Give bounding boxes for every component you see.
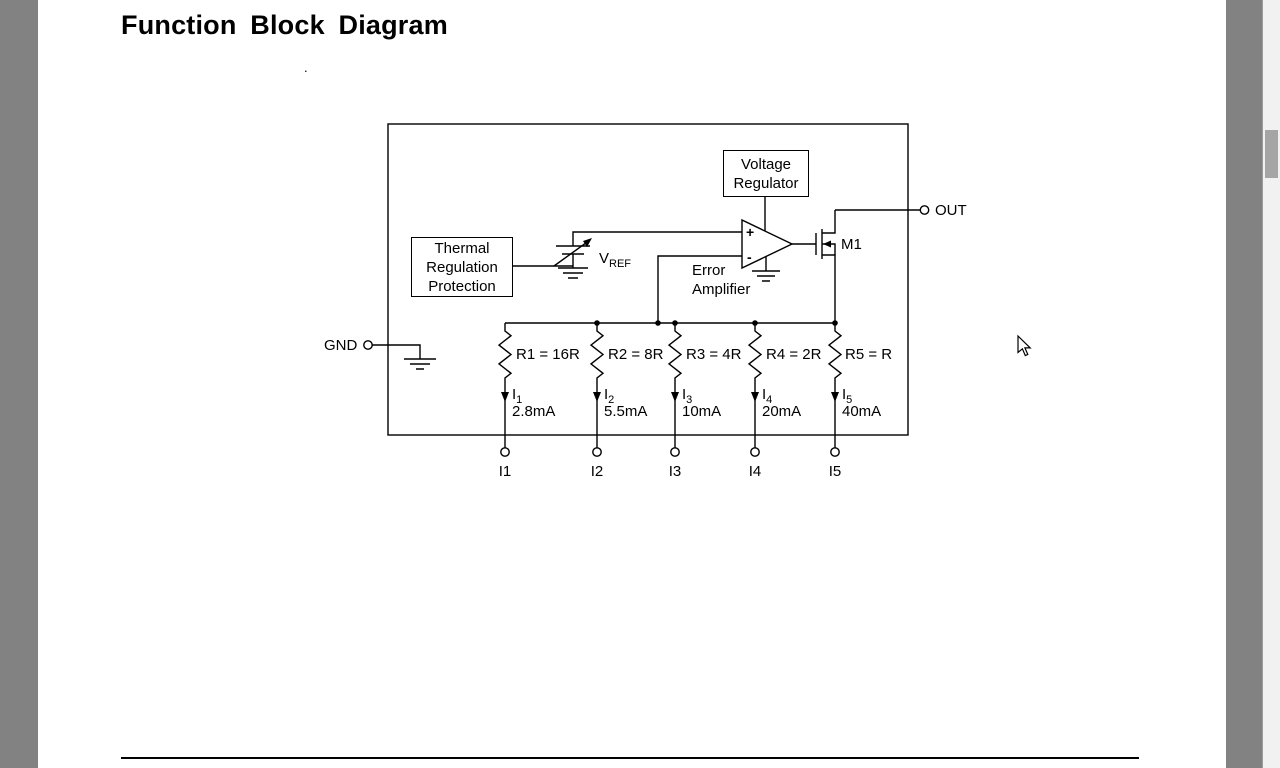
pin-label-i5: I5 <box>828 463 842 480</box>
opamp-minus-sign: - <box>747 249 752 265</box>
pin-label-i3: I3 <box>668 463 682 480</box>
thermal-label: Thermal <box>434 239 490 257</box>
current-name: I2 <box>604 386 615 406</box>
voltage-regulator-label: Regulator <box>733 174 799 192</box>
voltage-regulator-label: Voltage <box>740 155 792 173</box>
vertical-scrollbar[interactable] <box>1262 0 1280 768</box>
error-amplifier-label: Error Amplifier <box>692 262 751 298</box>
thermal-label: Regulation <box>426 258 498 276</box>
resistor-value: R2 = 8R <box>608 346 664 363</box>
page-bottom-rule <box>121 757 1139 759</box>
current-value: 10mA <box>682 403 722 420</box>
pin-label-i1: I1 <box>498 463 512 480</box>
resistor-value: R4 = 2R <box>766 346 822 363</box>
current-value: 20mA <box>762 403 802 420</box>
thermal-label: Protection <box>428 277 496 295</box>
current-value: 2.8mA <box>512 403 556 420</box>
pin-label-i4: I4 <box>748 463 762 480</box>
out-label: OUT <box>935 202 967 219</box>
scrollbar-thumb[interactable] <box>1265 130 1278 178</box>
mosfet-label: M1 <box>841 236 862 253</box>
resistor-value: R5 = R <box>845 346 893 363</box>
current-name: I5 <box>842 386 853 406</box>
page-title: Function Block Diagram <box>121 10 448 40</box>
current-name: I3 <box>682 386 693 406</box>
resistor-value: R3 = 4R <box>686 346 742 363</box>
current-name: I1 <box>512 386 523 406</box>
document-page <box>38 0 1226 768</box>
current-name: I4 <box>762 386 773 406</box>
vref-label: VREF <box>599 250 632 270</box>
opamp-plus-sign: + <box>746 224 755 240</box>
voltage-regulator-block: Voltage Regulator <box>723 150 809 197</box>
gnd-label: GND <box>324 337 358 354</box>
resistor-value: R1 = 16R <box>516 346 580 363</box>
current-value: 40mA <box>842 403 882 420</box>
thermal-regulation-block: Thermal Regulation Protection <box>411 237 513 297</box>
pin-label-i2: I2 <box>590 463 604 480</box>
stray-mark: . <box>304 60 308 75</box>
current-value: 5.5mA <box>604 403 648 420</box>
